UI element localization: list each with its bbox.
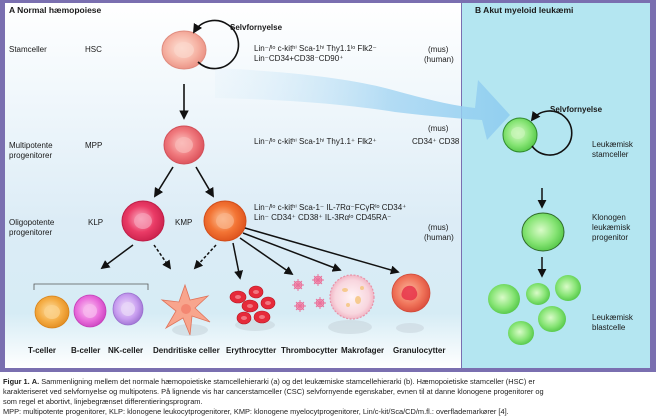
self-renewal-loop-icon [192, 19, 240, 70]
stage-label-stem-cells: Stamceller [9, 45, 47, 54]
panel-b-self-renewal-label: Selvfornyelse [550, 105, 603, 114]
hsc-markers-mouse: Lin⁻/ˡᵒ c-kitʰⁱ Sca-1ʰⁱ Thy1.1ˡᵒ Flk2⁻ [254, 44, 377, 53]
caption-line-1: Figur 1. A. Sammenligning mellem det nor… [3, 377, 653, 387]
progenitor-label-2: leukæmisk [592, 223, 631, 232]
caption-line-2: karakteriseret ved selvfornyelse og mult… [3, 387, 544, 396]
caption-line-3: som regel et abortivt, linjebegrænset di… [3, 397, 203, 406]
arrow-kmp-thrombocytes [239, 237, 294, 276]
lymphoid-bracket [33, 283, 149, 290]
macrophage [329, 274, 375, 320]
caption-text-1: Sammenligning mellem det normale hæmopoi… [41, 377, 535, 386]
hierarchy-diagram [33, 19, 581, 345]
stage-label-oligopotent: Oligopotente [9, 218, 55, 227]
arrow-kmp-granulocytes [244, 227, 400, 275]
label-macrophages: Makrofager [341, 346, 385, 355]
label-thrombocytes: Thrombocytter [281, 346, 338, 355]
mpp-markers-mouse: Lin⁻/ˡᵒ c-kitʰⁱ Sca-1ʰⁱ Thy1.1⁺ Flk2⁺ [254, 137, 377, 146]
leukemic-stem-label-2: stamceller [592, 150, 629, 159]
label-nk-cells: NK-celler [108, 346, 144, 355]
blast-label-1: Leukæmisk [592, 313, 633, 322]
mpp-markers-human: CD34⁺ CD38 [412, 137, 460, 146]
arrow-klp-lymphoid [100, 244, 134, 270]
kmp-species-human: (human) [424, 233, 454, 242]
label-dendritic-cells: Dendritiske celler [153, 346, 220, 355]
panel-b-title: B Akut myeloid leukæmi [475, 5, 574, 15]
stage-label-multipotent: Multipotente [9, 141, 53, 150]
figure-caption: Figur 1. A. Sammenligning mellem det nor… [3, 377, 653, 417]
label-b-cells: B-celler [71, 346, 101, 355]
arrow-kmp-dendritic [193, 244, 217, 270]
progenitor-label-1: Klonogen [592, 213, 626, 222]
kmp-markers-human: Lin⁻ CD34⁺ CD38⁺ IL-3Rαˡᵒ CD45RA⁻ [254, 213, 392, 222]
hsc-species-mouse: (mus) [428, 45, 449, 54]
arrow-klp-dendritic [153, 244, 172, 270]
label-granulocytes: Granulocytter [393, 346, 446, 355]
caption-label: Figur 1. [3, 377, 30, 386]
hsc-species-human: (human) [424, 55, 454, 64]
label-t-cells: T-celler [28, 346, 57, 355]
arrow-mpp-kmp [195, 166, 214, 198]
stage-label-oligopotent-2: progenitorer [9, 228, 53, 237]
mpp-species-mouse: (mus) [428, 124, 449, 133]
abbr-mpp: MPP [85, 141, 103, 150]
arrow-mpp-klp [153, 166, 174, 198]
arrow-kmp-erythrocytes [232, 242, 244, 280]
leukemic-blast-cells [488, 275, 581, 345]
caption-line-4: MPP: multipotente progenitorer, KLP: klo… [3, 407, 509, 416]
abbr-klp: KLP [88, 218, 104, 227]
leukemic-stem-label-1: Leukæmisk [592, 140, 633, 149]
kmp-markers-mouse: Lin⁻/ˡᵒ c-kitʰⁱ Sca-1⁻ IL-7Rα⁻FCγRˡᵒ CD3… [254, 203, 407, 212]
kmp-species-mouse: (mus) [428, 223, 449, 232]
label-erythrocytes: Erythrocytter [226, 346, 277, 355]
caption-part-a: A. [31, 377, 40, 386]
abbr-hsc: HSC [85, 45, 102, 54]
hsc-markers-human: Lin⁻CD34+CD38⁻CD90⁺ [254, 54, 344, 63]
progenitor-label-3: progenitor [592, 233, 629, 242]
stage-label-multipotent-2: progenitorer [9, 151, 53, 160]
abbr-kmp: KMP [175, 218, 193, 227]
transformation-arrow [215, 68, 510, 140]
self-renewal-label: Selvfornyelse [230, 23, 283, 32]
panel-a-title: A Normal hæmopoiese [9, 5, 102, 15]
blast-label-2: blastcelle [592, 323, 626, 332]
leukemic-self-renewal-loop-icon [530, 110, 573, 156]
arrow-kmp-macrophages [242, 232, 342, 272]
clonogenic-progenitor-cell [521, 212, 565, 252]
